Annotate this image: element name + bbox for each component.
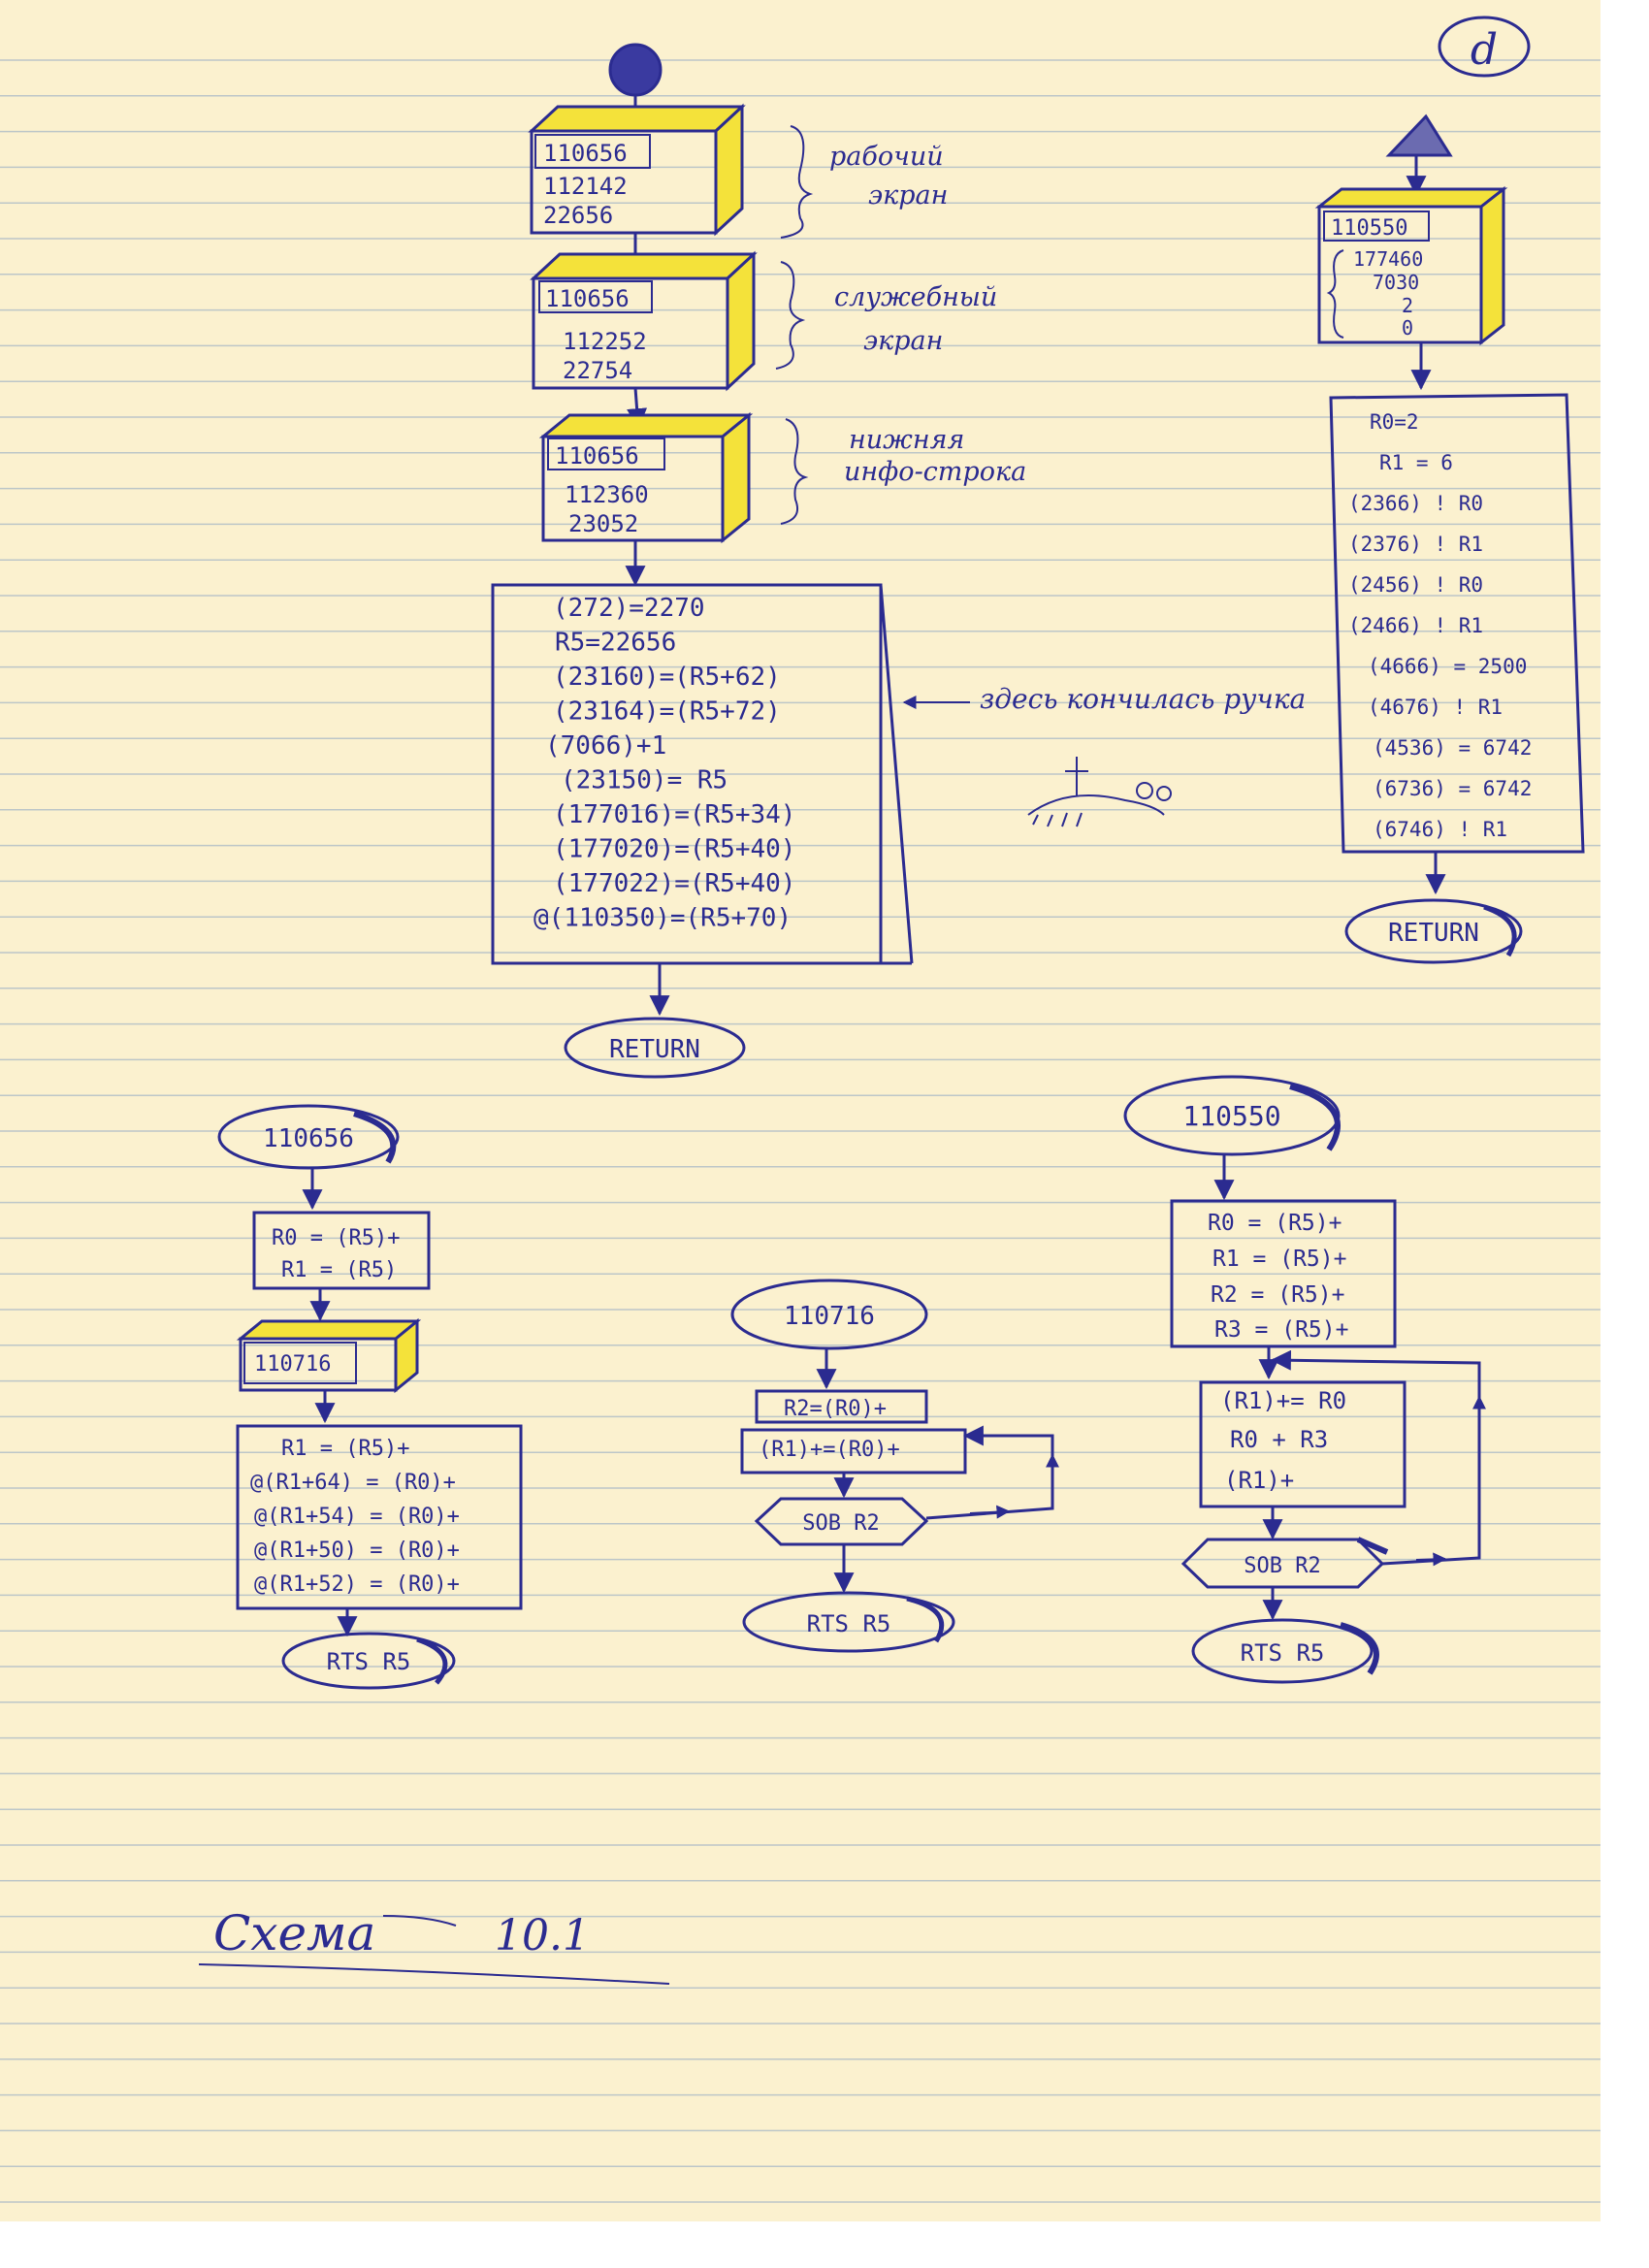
sub110716-end-label: RTS R5 <box>807 1610 891 1637</box>
right-box-line-2: 7030 <box>1373 271 1419 294</box>
flowchart-drawing: d 110656 112142 22656 рабочий экран 1106… <box>198 16 1585 1985</box>
sub110656-end-label: RTS R5 <box>327 1648 411 1675</box>
box3-note-2: инфо-строка <box>844 457 1026 487</box>
sub110656-body-1: R1 = (R5)+ <box>281 1437 409 1461</box>
sub110550-loop-3: (R1)+ <box>1224 1467 1294 1494</box>
right-block-box: 110550 177460 7030 2 0 <box>1314 185 1508 346</box>
box2-note-2: экран <box>863 326 943 356</box>
code-line: R5=22656 <box>555 629 676 658</box>
code-line: R0=2 <box>1370 410 1419 434</box>
sub110716-loop: (R1)+=(R0)+ <box>759 1438 900 1462</box>
sub110716-sob: SOB R2 <box>802 1511 879 1536</box>
sub110656-call-label: 110716 <box>254 1352 331 1377</box>
right-process-box: R0=2 R1 = 6 (2366) ! R0 (2376) ! R1 (2456) !… <box>1329 393 1585 854</box>
code-line: (2456) ! R0 <box>1348 573 1483 597</box>
code-line: (2376) ! R1 <box>1348 533 1483 556</box>
right-return-node: RETURN <box>1344 898 1523 964</box>
right-box-top-label: 110550 <box>1331 216 1407 241</box>
sub110550-end-label: RTS R5 <box>1241 1639 1325 1667</box>
box3-top-label: 110656 <box>555 442 639 470</box>
sub110550-init-2: R1 = (R5)+ <box>1212 1247 1346 1272</box>
ruled-lines <box>0 59 1600 2203</box>
sub110550-init-3: R2 = (R5)+ <box>1211 1282 1344 1308</box>
main-return-label: RETURN <box>609 1035 700 1064</box>
code-line: (177016)=(R5+34) <box>553 800 795 829</box>
sub110550-sob: SOB R2 <box>1244 1554 1320 1578</box>
right-box-line-4: 0 <box>1402 316 1413 340</box>
subroutine-110716: 110716 R2=(R0)+ (R1)+=(R0)+ SOB R2 RTS R… <box>730 1279 1059 1653</box>
box2-top-label: 110656 <box>545 285 630 312</box>
sub110656-title: 110656 <box>263 1124 354 1153</box>
right-box-line-1: 177460 <box>1353 247 1423 271</box>
sub110550-title: 110550 <box>1182 1100 1280 1132</box>
code-line: (177020)=(R5+40) <box>553 835 795 864</box>
code-line: (2466) ! R1 <box>1348 614 1483 637</box>
box2-line-2: 22754 <box>563 357 632 384</box>
box1-note-2: экран <box>868 180 948 211</box>
code-line: (6736) = 6742 <box>1373 777 1532 800</box>
right-start-node <box>1385 113 1453 157</box>
box1-line-1: 112142 <box>543 173 628 200</box>
sub110550-init-4: R3 = (R5)+ <box>1214 1317 1348 1343</box>
code-line: (7066)+1 <box>545 731 666 761</box>
scan-margin-bottom <box>0 2221 1649 2268</box>
code-line: @(110350)=(R5+70) <box>534 904 792 933</box>
sub110656-init-1: R0 = (R5)+ <box>272 1226 400 1250</box>
subroutine-110656: 110656 R0 = (R5)+ R1 = (R5) 110716 R1 = … <box>217 1104 523 1690</box>
side-note: здесь кончилась ручка <box>902 683 1306 715</box>
sub110656-init-2: R1 = (R5) <box>281 1258 397 1282</box>
code-line: (23160)=(R5+62) <box>553 663 781 692</box>
sub110656-body-3: @(R1+54) = (R0)+ <box>254 1505 460 1529</box>
code-line: (23164)=(R5+72) <box>553 697 781 727</box>
sub110550-init-1: R0 = (R5)+ <box>1208 1211 1342 1236</box>
code-line: R1 = 6 <box>1379 451 1453 474</box>
code-line: (4676) ! R1 <box>1368 696 1503 719</box>
box1-top-label: 110656 <box>543 140 628 167</box>
code-line: (2366) ! R0 <box>1348 492 1483 515</box>
sub110656-call-box: 110716 <box>236 1317 422 1394</box>
grave-doodle-icon <box>1027 757 1172 827</box>
caption: Схема 10.1 <box>198 1905 670 1985</box>
sub110656-body-5: @(R1+52) = (R0)+ <box>254 1572 460 1597</box>
subroutine-110550: 110550 R0 = (R5)+ R1 = (R5)+ R2 = (R5)+ … <box>1123 1075 1486 1684</box>
code-line: (6746) ! R1 <box>1373 818 1507 841</box>
sub110550-loop-2: R0 + R3 <box>1230 1426 1328 1453</box>
scan-margin-right <box>1600 0 1649 2268</box>
box2-line-1: 112252 <box>563 328 647 355</box>
code-line: (23150)= R5 <box>561 766 728 795</box>
sub110656-body-4: @(R1+50) = (R0)+ <box>254 1539 460 1563</box>
sub110656-body-2: @(R1+64) = (R0)+ <box>250 1471 456 1495</box>
code-line: (4666) = 2500 <box>1368 655 1527 678</box>
block-box-1: 110656 112142 22656 рабочий экран <box>528 103 948 239</box>
sub110716-title: 110716 <box>784 1302 875 1331</box>
box2-note-1: служебный <box>834 282 997 312</box>
side-note-text: здесь кончилась ручка <box>980 683 1306 715</box>
code-line: (177022)=(R5+40) <box>553 869 795 898</box>
box3-line-1: 112360 <box>565 481 649 508</box>
code-line: (4536) = 6742 <box>1373 736 1532 760</box>
page-marker-letter: d <box>1471 25 1498 75</box>
caption-word: Схема <box>213 1905 375 1961</box>
box3-line-2: 23052 <box>568 510 638 537</box>
code-line: (272)=2270 <box>553 594 705 623</box>
block-box-3: 110656 112360 23052 нижняя инфо-строка <box>538 411 1026 544</box>
right-flow: 110550 177460 7030 2 0 R0=2 R1 = 6 (2366) … <box>1314 113 1585 964</box>
right-return-label: RETURN <box>1388 919 1479 948</box>
caption-number: 10.1 <box>495 1911 590 1960</box>
box3-note-1: нижняя <box>849 425 964 455</box>
box1-note-1: рабочий <box>829 142 944 172</box>
box1-line-2: 22656 <box>543 202 613 229</box>
sub110716-init: R2=(R0)+ <box>784 1397 887 1421</box>
main-return-node: RETURN <box>564 1017 746 1079</box>
block-box-2: 110656 112252 22754 служебный экран <box>530 250 997 392</box>
page-marker: d <box>1438 16 1531 78</box>
start-node <box>608 43 663 97</box>
main-flow: 110656 112142 22656 рабочий экран 110656… <box>491 43 1306 1079</box>
right-box-line-3: 2 <box>1402 294 1413 317</box>
sub110550-loop-1: (R1)+= R0 <box>1220 1387 1346 1414</box>
right-code-lines: R0=2 R1 = 6 (2366) ! R0 (2376) ! R1 (2456) !… <box>1348 410 1532 841</box>
